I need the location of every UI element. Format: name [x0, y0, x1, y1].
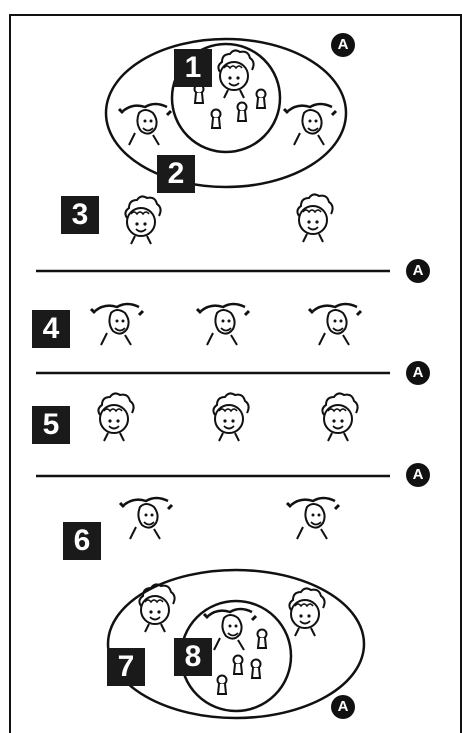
step-label-6: 6 [63, 522, 101, 560]
a-marker-divider-3: A [406, 463, 430, 487]
step-label-7: 7 [107, 648, 145, 686]
curly-face-icon [297, 194, 332, 242]
curly-face-icon [322, 393, 357, 441]
pigtail-face-icon [284, 104, 336, 145]
keyhole-figure-icon [218, 676, 227, 695]
a-marker-top: A [331, 33, 355, 57]
keyhole-figure-icon [257, 90, 266, 109]
outer-group-ellipse-bottom [108, 570, 364, 718]
keyhole-figure-icon [195, 85, 204, 104]
pigtail-face-icon [119, 104, 171, 145]
step-label-4: 4 [32, 310, 70, 348]
keyhole-figure-icon [234, 656, 243, 675]
keyhole-figure-icon [258, 630, 267, 649]
pigtail-face-icon [287, 498, 339, 539]
step-label-3: 3 [61, 196, 99, 234]
pigtail-face-icon [309, 304, 361, 345]
curly-face-icon [125, 196, 160, 244]
pigtail-face-icon [91, 304, 143, 345]
curly-face-icon [289, 588, 324, 636]
curly-face-icon [139, 584, 174, 632]
pigtail-face-icon [197, 304, 249, 345]
step-label-5: 5 [32, 406, 70, 444]
curly-face-icon [213, 393, 248, 441]
a-marker-divider-2: A [406, 361, 430, 385]
curly-face-icon [218, 50, 253, 98]
step-label-8: 8 [174, 638, 212, 676]
keyhole-figure-icon [238, 103, 247, 122]
pigtail-face-icon [120, 498, 172, 539]
step-label-1: 1 [174, 49, 212, 87]
keyhole-figure-icon [252, 660, 261, 679]
keyhole-figure-icon [212, 110, 221, 129]
a-marker-divider-1: A [406, 259, 430, 283]
a-marker-bottom: A [331, 695, 355, 719]
curly-face-icon [98, 393, 133, 441]
step-label-2: 2 [157, 155, 195, 193]
